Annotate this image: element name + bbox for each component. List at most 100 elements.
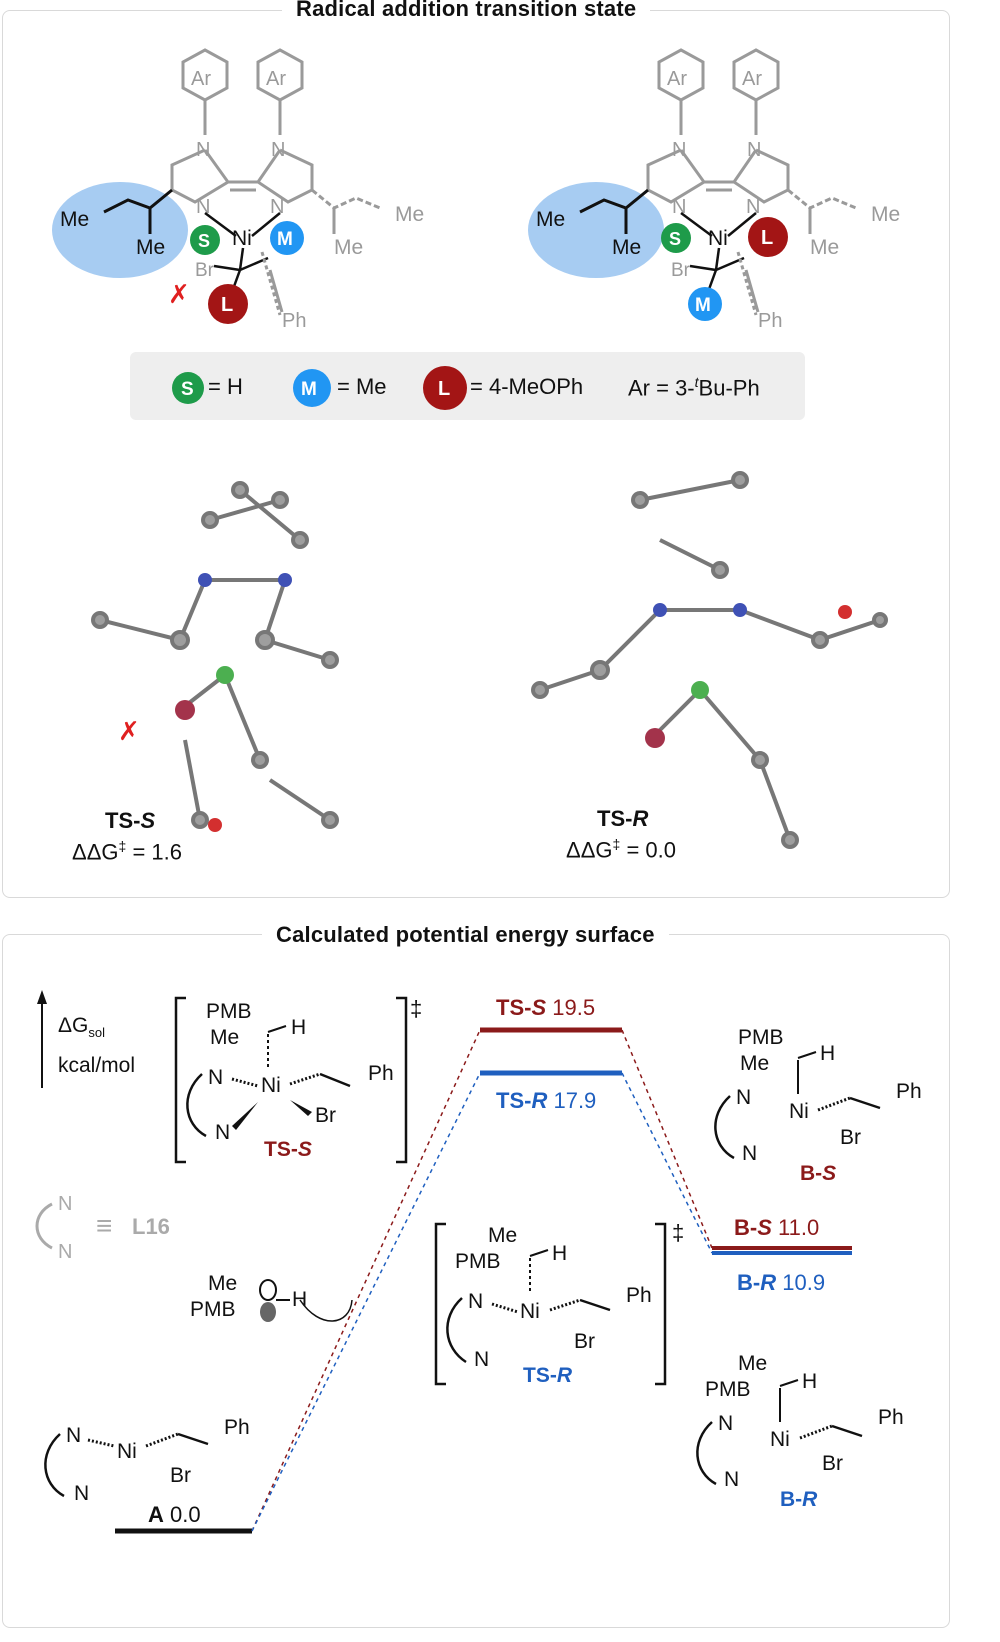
svg-text:H: H: [552, 1242, 567, 1265]
svg-text:B-S: B-S: [800, 1162, 836, 1185]
svg-text:Ni: Ni: [789, 1100, 809, 1123]
svg-text:N: N: [672, 196, 686, 218]
legend-ar-text: Ar = 3-tBu-Ph: [628, 374, 760, 401]
substituent-legend: [130, 352, 805, 420]
badge-s-icon: [172, 372, 204, 404]
ligand-key-icon: N N: [35, 1193, 72, 1260]
svg-text:N: N: [58, 1193, 72, 1215]
svg-text:Me: Me: [208, 1272, 237, 1295]
svg-text:Ni: Ni: [261, 1074, 281, 1097]
bottom-panel: [2, 934, 950, 1628]
svg-text:N: N: [718, 1412, 733, 1435]
svg-text:L: L: [761, 227, 773, 249]
svg-text:Ph: Ph: [758, 310, 782, 332]
legend-l-text: = 4-MeOPh: [470, 374, 584, 399]
svg-text:N: N: [724, 1468, 739, 1491]
svg-text:Ph: Ph: [878, 1406, 904, 1429]
svg-text:Me: Me: [136, 236, 165, 259]
left-ni-label: Ni: [232, 227, 252, 250]
svg-text:Me: Me: [740, 1052, 769, 1075]
legend-badges: S M L: [172, 366, 467, 410]
svg-text:Br: Br: [840, 1126, 861, 1149]
ts-r-label: TS-R: [597, 806, 649, 831]
svg-text:Ph: Ph: [896, 1080, 922, 1103]
svg-text:PMB: PMB: [738, 1026, 784, 1049]
svg-text:M: M: [695, 295, 711, 316]
svg-text:M: M: [277, 229, 293, 250]
bottom-panel-title: Calculated potential energy surface: [262, 922, 669, 948]
svg-text:B-R: B-R: [780, 1488, 818, 1511]
svg-text:Ni: Ni: [708, 227, 728, 250]
svg-text:N: N: [747, 139, 761, 161]
ligand-key-symbol: ≡: [96, 1210, 113, 1241]
energy-axis-arrow: [37, 990, 47, 1088]
ts-s-ddg: ΔΔG‡ = 1.6: [72, 838, 182, 865]
svg-text:S: S: [181, 379, 194, 400]
svg-text:M: M: [301, 379, 317, 400]
svg-text:N: N: [196, 196, 210, 218]
ts-3d-models: ✗: [91, 471, 888, 849]
svg-text:N: N: [672, 139, 686, 161]
svg-text:Ar: Ar: [742, 68, 762, 90]
svg-text:S: S: [198, 231, 210, 251]
svg-text:N: N: [746, 196, 760, 218]
ts-r-ddg: ΔΔG‡ = 0.0: [566, 836, 676, 863]
svg-text:‡: ‡: [410, 996, 422, 1021]
legend-s-text: = H: [208, 374, 243, 399]
svg-text:Me: Me: [612, 236, 641, 259]
clash-mark-3d: ✗: [118, 716, 140, 746]
svg-text:N: N: [66, 1424, 81, 1447]
label-ts-r: TS-R 17.9: [496, 1088, 597, 1113]
svg-text:PMB: PMB: [190, 1298, 236, 1321]
left-bisoxazoline-structure: Ar Ar N N N N Me Me Me Me Ni Br Ph: [52, 48, 424, 332]
svg-text:Br: Br: [574, 1330, 595, 1353]
ts-r-3d-model: [531, 471, 888, 849]
axis-label: ΔGsol: [58, 1014, 105, 1041]
svg-text:Me: Me: [810, 236, 839, 259]
badge-m-icon: [293, 369, 331, 407]
svg-text:Ph: Ph: [626, 1284, 652, 1307]
svg-text:H: H: [820, 1042, 835, 1065]
svg-text:‡: ‡: [672, 1220, 684, 1245]
svg-text:N: N: [215, 1121, 230, 1144]
svg-text:H: H: [292, 1288, 307, 1311]
svg-text:Me: Me: [536, 208, 565, 231]
svg-text:Me: Me: [871, 203, 900, 226]
label-b-r: B-R 10.9: [737, 1270, 826, 1295]
right-bisoxazoline-structure: Ar Ar N N N N Me Me Me Me Ni Br Ph S L: [528, 48, 900, 332]
top-structures: Ar Ar N N N N Me Me Me Me Ni Br Ph: [52, 48, 900, 332]
svg-text:Me: Me: [738, 1352, 767, 1375]
svg-text:Me: Me: [488, 1224, 517, 1247]
ts-s-3d-model: [91, 481, 339, 832]
svg-text:S: S: [669, 229, 681, 249]
axis-unit: kcal/mol: [58, 1054, 136, 1077]
svg-text:Ph: Ph: [282, 310, 306, 332]
svg-text:Ni: Ni: [117, 1440, 137, 1463]
svg-text:PMB: PMB: [705, 1378, 751, 1401]
svg-text:Me: Me: [60, 208, 89, 231]
svg-text:Br: Br: [671, 260, 691, 281]
legend-m-text: = Me: [337, 374, 387, 399]
svg-text:Ar: Ar: [667, 68, 687, 90]
svg-text:N: N: [468, 1290, 483, 1313]
svg-text:N: N: [736, 1086, 751, 1109]
svg-text:N: N: [271, 139, 285, 161]
clash-mark-2d: ✗: [168, 279, 190, 309]
svg-text:Me: Me: [334, 236, 363, 259]
top-panel: [2, 10, 950, 898]
ar-label-2: Ar: [266, 68, 286, 90]
svg-text:Br: Br: [822, 1452, 843, 1475]
svg-text:N: N: [196, 139, 210, 161]
svg-text:H: H: [802, 1370, 817, 1393]
svg-text:N: N: [742, 1142, 757, 1165]
svg-text:TS-R: TS-R: [523, 1364, 573, 1387]
svg-text:N: N: [270, 196, 284, 218]
svg-text:N: N: [74, 1482, 89, 1505]
ar-label-1: Ar: [191, 68, 211, 90]
svg-text:Me: Me: [395, 203, 424, 226]
